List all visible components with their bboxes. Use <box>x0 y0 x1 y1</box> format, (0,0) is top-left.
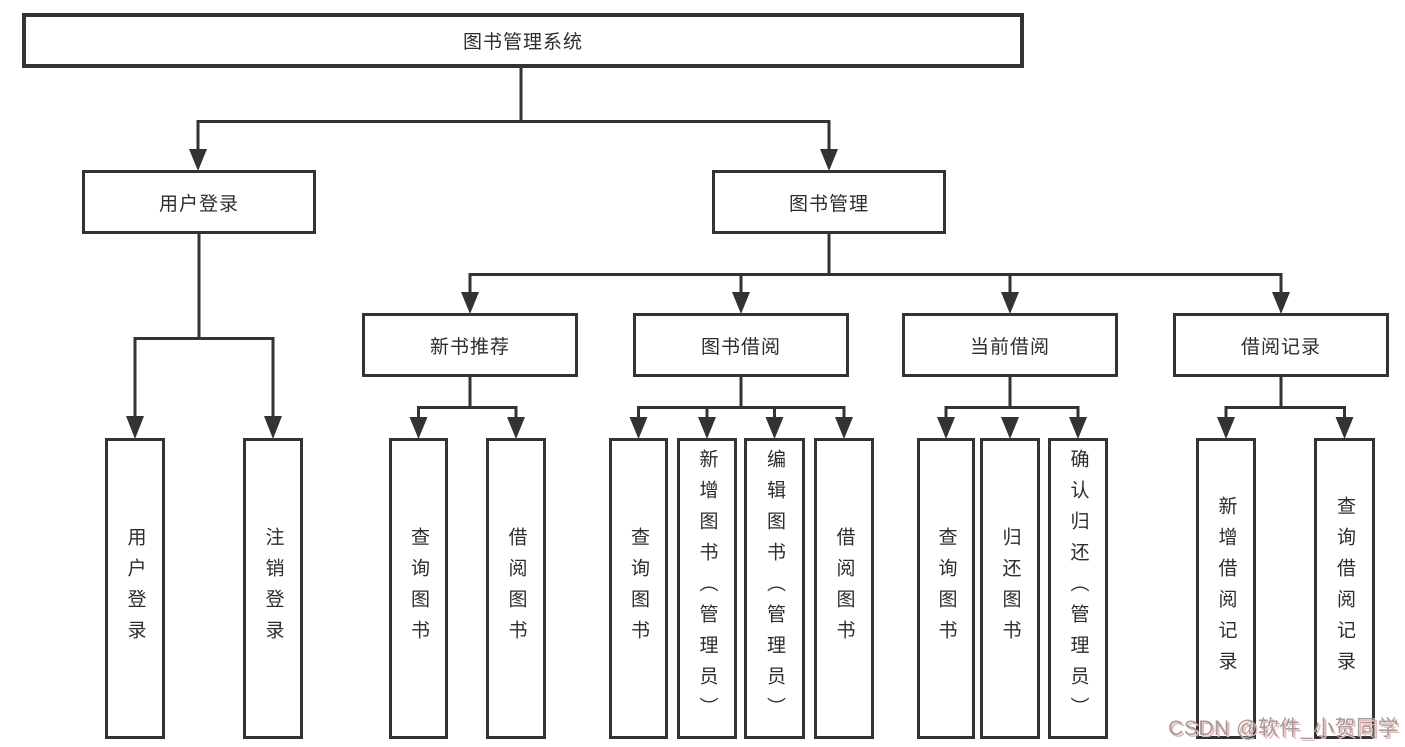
leaf-borrow-edit-books-admin: 编辑图书（管理员） <box>744 438 805 739</box>
node-user-login: 用户登录 <box>82 170 316 234</box>
connector-new-book-recommend <box>409 377 525 439</box>
leaf-newbook-query-books: 查询图书 <box>389 438 448 739</box>
connector-root-to-level1 <box>189 66 838 171</box>
leaf-record-query-borrow-record: 查询借阅记录 <box>1314 438 1375 739</box>
leaf-borrow-add-books-admin: 新增图书（管理员） <box>677 438 737 739</box>
node-book-management: 图书管理 <box>712 170 946 234</box>
connector-borrow-record <box>1217 377 1354 439</box>
leaf-logout-login: 注销登录 <box>243 438 303 739</box>
leaf-current-return-books: 归还图书 <box>980 438 1040 739</box>
leaf-current-query-books: 查询图书 <box>917 438 975 739</box>
node-borrow-record: 借阅记录 <box>1173 313 1389 377</box>
node-book-borrow: 图书借阅 <box>633 313 849 377</box>
node-root: 图书管理系统 <box>22 13 1024 68</box>
leaf-newbook-borrow-books: 借阅图书 <box>486 438 546 739</box>
watermark: CSDN @软件_小贺同学 <box>1168 717 1399 740</box>
connector-current-borrow <box>937 377 1087 439</box>
leaf-current-confirm-return-admin: 确认归还（管理员） <box>1048 438 1108 739</box>
node-current-borrow: 当前借阅 <box>902 313 1118 377</box>
node-new-book-recommend: 新书推荐 <box>362 313 578 377</box>
connector-book-borrow <box>629 377 853 439</box>
leaf-user-login: 用户登录 <box>105 438 165 739</box>
leaf-borrow-lend-books: 借阅图书 <box>814 438 874 739</box>
connector-user-login-branch <box>126 233 282 439</box>
leaf-record-add-borrow-record: 新增借阅记录 <box>1196 438 1256 739</box>
connector-book-management-branch <box>461 233 1290 314</box>
leaf-borrow-query-books: 查询图书 <box>609 438 668 739</box>
